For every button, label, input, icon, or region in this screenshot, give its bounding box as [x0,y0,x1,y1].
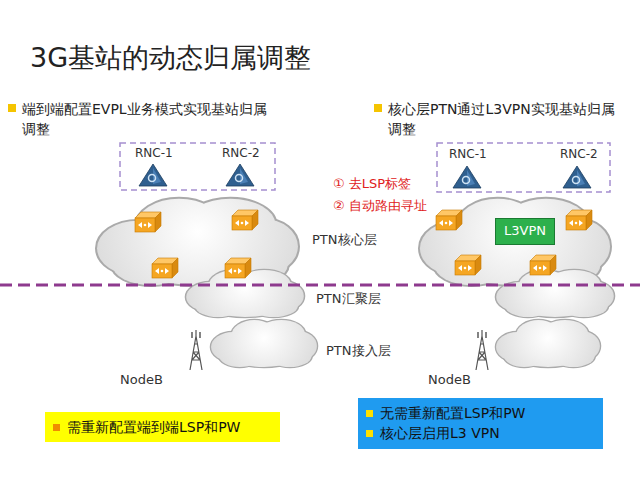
slide-title: 3G基站的动态归属调整 [30,40,311,76]
text-row: 需重新配置端到端LSP和PW [53,417,272,437]
bullet-mark [366,430,373,437]
bullet-mark [53,424,60,431]
l3vpn-box: L3VPN [495,218,555,245]
layer-label: PTN汇聚层 [316,291,381,308]
bullet-text: 端到端配置EVPL业务模式实现基站归属调整 [22,99,270,140]
step-note: ② 自动路由寻址 [333,198,427,215]
site-label: NodeB [120,372,163,389]
text-row: 无需重新配置LSP和PW [366,403,595,423]
layer-label: PTN接入层 [326,343,391,360]
box-text: L3VPN [504,222,546,241]
layer-label: PTN核心层 [312,232,377,249]
bullet-mark [366,410,373,417]
note-box: 无需重新配置LSP和PW核心层启用L3 VPN [358,398,603,449]
rnc-label: RNC-2 [560,147,598,163]
box-text: 无需重新配置LSP和PW [380,403,525,423]
step-note: ① 去LSP标签 [333,176,411,193]
note-box: 需重新配置端到端LSP和PW [45,412,280,442]
text-row: 核心层启用L3 VPN [366,423,595,443]
box-text: 需重新配置端到端LSP和PW [67,417,240,437]
box-text: 核心层启用L3 VPN [380,423,500,443]
bullet-text: 核心层PTN通过L3VPN实现基站归属调整 [388,99,628,140]
rnc-label: RNC-1 [135,146,173,162]
site-label: NodeB [428,372,471,389]
text-row: L3VPN [504,222,546,241]
rnc-label: RNC-2 [222,146,260,162]
rnc-label: RNC-1 [449,147,487,163]
